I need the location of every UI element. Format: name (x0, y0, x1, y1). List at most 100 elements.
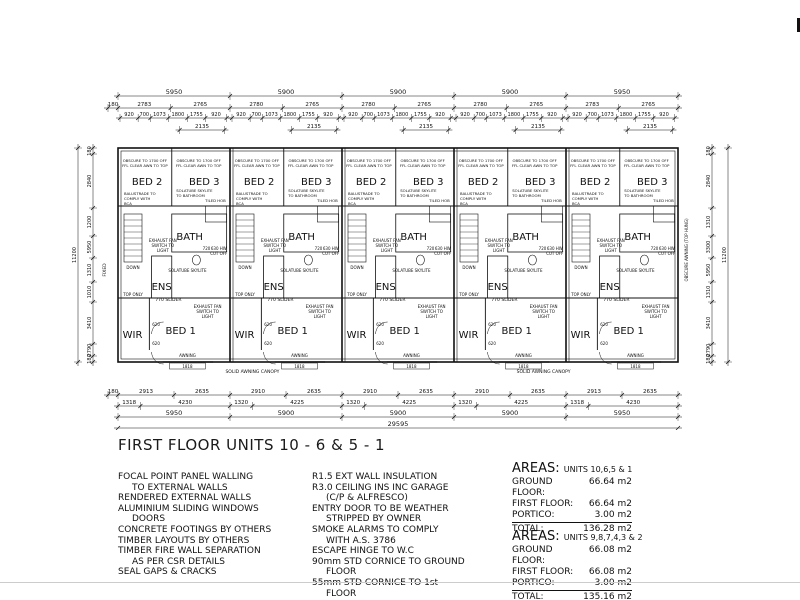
top-dim-row2-label: 2783 (585, 102, 599, 108)
note-obscure: OBSCURE TO 1700 OFF (512, 158, 556, 163)
note-exhaust-bed1: LIGHT (650, 314, 663, 319)
note-exhaust-bed1: SWITCH TO (532, 309, 555, 314)
dim-630: 630 HW (659, 246, 675, 251)
dim-720: 720 (651, 246, 659, 251)
top-dim-row3-label: 1073 (153, 112, 166, 118)
note-obscure: OBSCURE TO 1700 OFF (400, 158, 444, 163)
note-exhaust-bed1: SWITCH TO (196, 309, 219, 314)
note-balustrade: BALUSTRADE TO (460, 191, 492, 196)
note-awning: AWNING (291, 353, 308, 358)
note-top-only: TOP ONLY (570, 292, 591, 297)
note-tiled-hob: TILED HOB (540, 198, 562, 203)
bottom-dim-row2-label: 4225 (514, 400, 528, 406)
top-dim-row3-label: 1800 (172, 112, 185, 118)
bottom-dim-row2-label: 1320 (234, 400, 248, 406)
note-skylite: SOLATUBE SKYLITE (176, 188, 213, 193)
note-line: CONCRETE FOOTINGS BY OTHERS (118, 524, 272, 535)
area-value: 66.08 m2 (588, 567, 632, 577)
top-dim-row2-label: 2765 (305, 102, 319, 108)
note-obscure: OBSCURE TO 1700 OFF (624, 158, 668, 163)
awning-canopy (505, 362, 542, 370)
note-line: 55mm STD CORNICE TO 1st (312, 577, 439, 588)
areas-units: UNITS 10,6,5 & 1 (563, 465, 633, 474)
note-cut-off: CUT OFF (210, 251, 228, 256)
top-dim-row3-label: 700 (588, 112, 598, 118)
note-canopy: SOLID AWNING CANOPY (517, 369, 571, 375)
top-dim-row3-label: 1800 (284, 112, 297, 118)
area-total-row: TOTAL:135.16 m2 (512, 592, 632, 600)
note-exhaust: EXHAUST FAN (149, 238, 177, 243)
note-exhaust-bed1: LIGHT (426, 314, 439, 319)
note-exhaust: LIGHT (269, 248, 282, 253)
note-skylite: SOLATUBE SKYLITE (288, 188, 325, 193)
room-bed-3: BED 3 (189, 177, 219, 188)
top-dim-row3-label: 700 (364, 112, 374, 118)
note-exhaust: SWITCH TO (264, 243, 287, 248)
bottom-dim-row1-label: 2635 (195, 389, 209, 395)
note-ffl: FFL CLEAR AWN TO TOP (122, 163, 168, 168)
note-exhaust-bed1: LIGHT (202, 314, 215, 319)
room-bed-2: BED 2 (132, 177, 162, 188)
note-awning: AWNING (179, 353, 196, 358)
top-dim-row3-label: 1073 (489, 112, 502, 118)
top-dim-row4-label: 2135 (643, 124, 657, 130)
note-cut-off: CUT OFF (434, 251, 452, 256)
note-line: FLOOR (326, 588, 357, 599)
note-line: ALUMINIUM SLIDING WINDOWS (118, 503, 259, 514)
note-top-only: TOP ONLY (458, 292, 479, 297)
top-dim-row3-label: 1800 (620, 112, 633, 118)
note-exhaust-bed1: SWITCH TO (644, 309, 667, 314)
room-wir: WIR (459, 330, 479, 341)
top-dim-row3-label: 700 (140, 112, 150, 118)
note-awning: AWNING (515, 353, 532, 358)
room-bed-1: BED 1 (502, 326, 532, 337)
room-bed-3: BED 3 (413, 177, 443, 188)
top-dim-units-label: 5900 (278, 88, 295, 96)
bottom-dim-units-label: 5950 (614, 409, 631, 417)
room-bed-1: BED 1 (614, 326, 644, 337)
door-swing (599, 351, 612, 365)
top-dim-row2-label: 2765 (417, 102, 431, 108)
note-balustrade: COMPLY WITH (124, 196, 151, 201)
right-dim-inner-label: 2790 (706, 344, 712, 357)
bath-room (283, 213, 340, 253)
note-exhaust: LIGHT (605, 248, 618, 253)
note-ffl: FFL CLEAR AWN TO TOP (458, 163, 504, 168)
area-row: GROUND FLOOR:66.08 m2 (512, 545, 632, 567)
bottom-dim-units-label: 5900 (390, 409, 407, 417)
note-line: TIMBER LAYOUTS BY OTHERS (118, 535, 250, 546)
bottom-dim-row2-label: 1320 (346, 400, 360, 406)
note-balustrade: BCA (460, 201, 468, 206)
note-skylite: SOLATUBE SKYLITE (624, 188, 661, 193)
note-skylite: TO BATHROOM (399, 193, 429, 198)
right-dim-inner-label: 3300 (706, 241, 712, 254)
bottom-dim-units-label: 5950 (166, 409, 183, 417)
top-dim-row2-label: 2780 (249, 102, 263, 108)
areas-heading: AREAS: UNITS 9,8,7,4,3 & 2 (512, 529, 643, 544)
note-line: (C/P & ALFRESCO) (326, 493, 408, 504)
area-total-label: TOTAL: (512, 592, 544, 600)
note-tiled-hob: TILED HOB (428, 198, 450, 203)
top-dim-row3-label: 920 (572, 112, 582, 118)
note-down: DOWN (238, 265, 251, 270)
bottom-dim-row1-label: 2913 (587, 389, 601, 395)
area-value: 3.00 m2 (594, 510, 632, 520)
bottom-dim-row1-label: 2913 (139, 389, 153, 395)
note-line: TIMBER FIRE WALL SEPARATION (118, 546, 261, 557)
note-top-only: TOP ONLY (122, 292, 143, 297)
bottom-dim-row1-label: 2910 (475, 389, 489, 395)
note-ffl: FFL CLEAR AWN TO TOP (400, 163, 446, 168)
note-balustrade: BALUSTRADE TO (572, 191, 604, 196)
top-dim-row3-label: 1755 (638, 112, 651, 118)
note-exhaust-bed1: EXHAUST FAN (194, 304, 222, 309)
note-balustrade: BCA (572, 201, 580, 206)
area-value: 66.64 m2 (588, 477, 632, 487)
note-skylite-ens: SOLATUBE SKYLITE (616, 268, 655, 273)
bottom-dim-units-label: 5900 (278, 409, 295, 417)
bath-room (171, 213, 228, 253)
door-swing (151, 321, 164, 335)
note-cut-off: CUT OFF (322, 251, 340, 256)
bottom-dim-row1-label: 2910 (363, 389, 377, 395)
